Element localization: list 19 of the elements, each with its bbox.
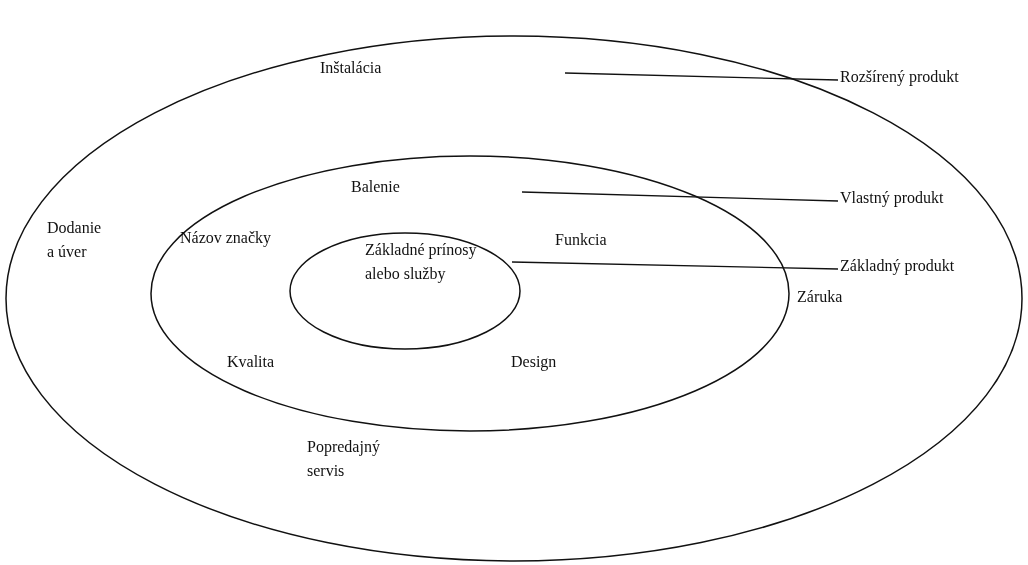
- ring-label: Funkcia: [555, 230, 607, 250]
- ring-label: Názov značky: [180, 228, 272, 249]
- ring-label: Popredajný servis: [307, 437, 381, 481]
- ring-label: Základné prínosy alebo služby: [365, 240, 478, 285]
- ellipse-ring: [289, 232, 521, 350]
- leader-line: [511, 261, 839, 270]
- leader-label: Vlastný produkt: [840, 186, 944, 210]
- leader-line: [521, 191, 839, 202]
- ring-label: Kvalita: [227, 352, 275, 372]
- ellipse-ring: [150, 155, 790, 432]
- ring-label: Design: [511, 352, 557, 373]
- ring-label: Inštalácia: [320, 58, 382, 78]
- ring-label: Záruka: [797, 287, 843, 307]
- leader-label: Rozšírený produkt: [840, 65, 959, 89]
- leader-label: Základný produkt: [840, 254, 955, 278]
- leader-line: [564, 72, 839, 81]
- ring-label: Balenie: [351, 177, 400, 197]
- ellipse-ring: [5, 35, 1023, 562]
- ring-label: Dodanie a úver: [47, 218, 103, 262]
